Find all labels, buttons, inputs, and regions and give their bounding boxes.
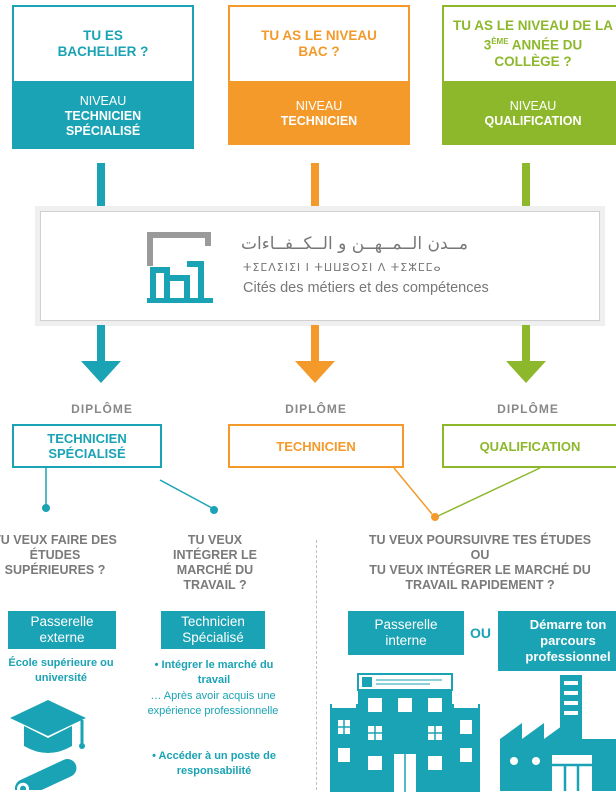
graduation-cap-icon <box>10 700 86 790</box>
logo-band: مــدن الــمــهــن و الــكــفــاءات ⵜⵉⵎⴷⵉ… <box>40 211 600 321</box>
level-label: NIVEAU <box>509 99 557 113</box>
logo-arabic-text: مــدن الــمــهــن و الــكــفــاءات <box>241 234 468 254</box>
question-line: TU VEUX POURSUIVRE TES ÉTUDES <box>368 533 592 547</box>
market-bullet-1-sub: … Après avoir acquis une expérience prof… <box>147 690 279 717</box>
arrow-down-teal-icon <box>81 361 121 383</box>
arrow-down-green-icon <box>506 361 546 383</box>
branch-dot-continue <box>431 513 439 521</box>
technicien-specialise-button[interactable]: Technicien Spécialisé <box>161 611 265 649</box>
level-title: TECHNICIEN SPÉCIALISÉ <box>64 108 142 138</box>
connector-orange-lower <box>311 325 319 363</box>
arrow-down-orange-icon <box>295 361 335 383</box>
connector-orange-upper <box>311 163 319 211</box>
connector-teal-upper <box>97 163 105 211</box>
branch-dot-studies <box>42 504 50 512</box>
diploma-box-q: QUALIFICATION <box>442 424 616 468</box>
button-label: Technicien Spécialisé <box>181 614 245 645</box>
diploma-title: QUALIFICATION <box>479 438 581 454</box>
level-box-ts: NIVEAU TECHNICIEN SPÉCIALISÉ <box>12 83 194 149</box>
level-label: NIVEAU <box>295 99 343 113</box>
question-text: TU ES BACHELIER ? <box>57 28 149 59</box>
cmc-logo-icon <box>147 232 213 303</box>
branch-dot-market <box>210 506 218 514</box>
connector-green-lower <box>522 325 530 363</box>
diploma-box-t: TECHNICIEN <box>228 424 404 468</box>
passerelle-externe-button[interactable]: Passerelle externe <box>8 611 116 649</box>
diploma-box-ts: TECHNICIEN SPÉCIALISÉ <box>12 424 162 468</box>
section-separator <box>316 540 317 790</box>
connector-teal-lower <box>97 325 105 363</box>
diploma-label-q: DIPLÔME <box>497 402 559 416</box>
connector-green-upper <box>522 163 530 211</box>
button-label: Passerelle interne <box>374 617 438 648</box>
note-studies: École supérieure ou université <box>8 657 114 684</box>
level-box-t: NIVEAU TECHNICIEN <box>228 83 410 145</box>
or-label: OU <box>470 625 491 641</box>
button-label: Passerelle externe <box>30 614 94 645</box>
branch-connectors <box>42 467 541 521</box>
level-title: TECHNICIEN <box>280 114 358 128</box>
level-box-q: NIVEAU QUALIFICATION <box>442 83 616 145</box>
question-line: TU VEUX INTÉGRER LE MARCHÉ DU TRAVAIL RA… <box>369 563 591 592</box>
demarre-parcours-button[interactable]: Démarre ton parcours professionnel <box>498 611 616 671</box>
question-market: TU VEUX INTÉGRER LE MARCHÉ DU TRAVAIL ? <box>172 533 258 592</box>
diploma-label-ts: DIPLÔME <box>71 402 133 416</box>
question-continue: TU VEUX POURSUIVRE TES ÉTUDES OU TU VEUX… <box>330 533 616 593</box>
level-title: QUALIFICATION <box>484 114 582 128</box>
question-text: TU AS LE NIVEAU DE LA 3ÈME ANNÉE DU COLL… <box>452 18 613 69</box>
question-text: TU AS LE NIVEAU BAC ? <box>261 28 377 59</box>
market-bullet-1: • Intégrer le marché du travail <box>154 659 274 686</box>
logo-french-text: Cités des métiers et des compétences <box>243 280 489 296</box>
factory-icon <box>500 675 616 791</box>
question-niveau-college: TU AS LE NIVEAU DE LA 3ÈME ANNÉE DU COLL… <box>442 5 616 83</box>
school-building-icon <box>330 673 480 792</box>
level-label: NIVEAU <box>79 93 127 108</box>
diploma-title: TECHNICIEN <box>276 438 356 454</box>
question-studies: TU VEUX FAIRE DES ÉTUDES SUPÉRIEURES ? <box>0 533 117 577</box>
passerelle-interne-button[interactable]: Passerelle interne <box>348 611 464 655</box>
question-niveau-bac: TU AS LE NIVEAU BAC ? <box>228 5 410 83</box>
logo-tifinagh-text: ⵜⵉⵎⴷⵉⵏⵉⵏ ⵏ ⵜⵡⵡⵓⵔⵉⵏ ⴷ ⵜⵉⵣⵎⵎⴰ <box>243 261 442 274</box>
button-label: Démarre ton parcours professionnel <box>525 617 611 664</box>
market-bullet-2: • Accéder à un poste de responsabilité <box>152 750 276 777</box>
diploma-label-t: DIPLÔME <box>285 402 347 416</box>
diploma-title: TECHNICIEN SPÉCIALISÉ <box>47 431 127 461</box>
question-bachelier: TU ES BACHELIER ? <box>12 5 194 83</box>
question-or: OU <box>470 548 490 562</box>
